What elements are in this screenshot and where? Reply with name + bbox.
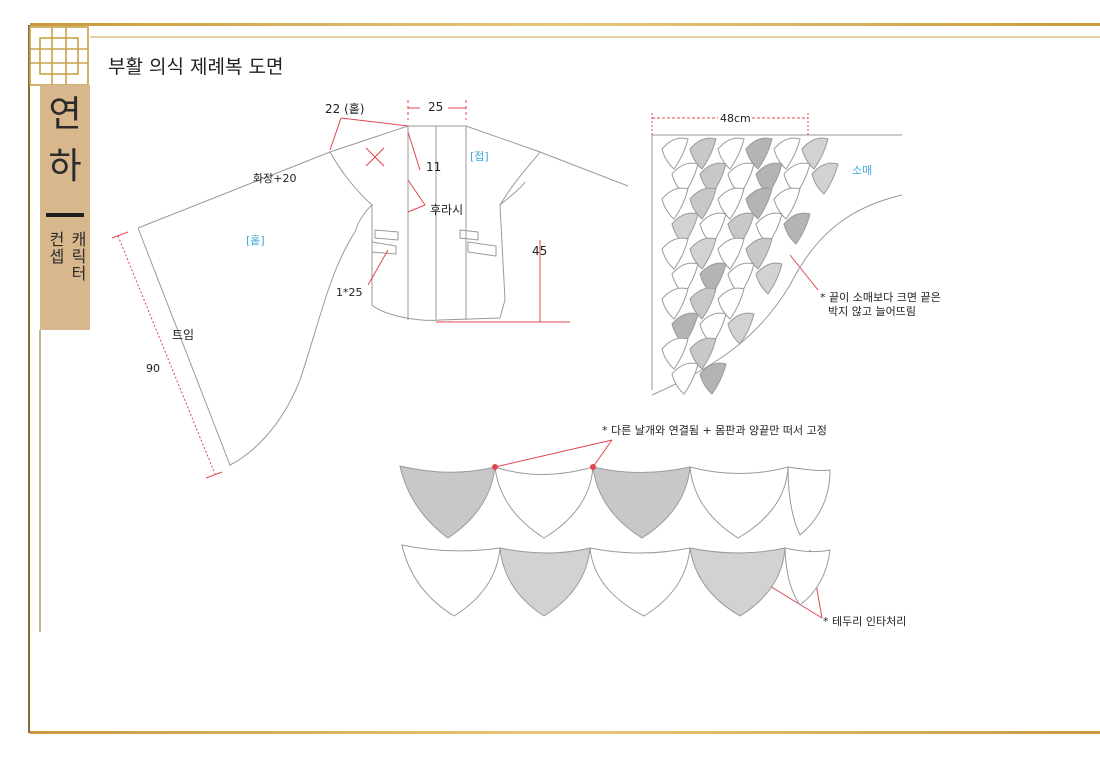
feather-scale [699, 162, 727, 195]
tie-dim-label: 1*25 [336, 286, 363, 299]
feather-scale [717, 287, 745, 320]
slit-label: 트임 [172, 328, 195, 342]
feather-scale [773, 137, 801, 170]
feather-scale [671, 362, 699, 395]
feather-scale [727, 212, 755, 245]
feather-scale [745, 137, 773, 170]
side-char-2: 하 [48, 146, 82, 187]
feather-scale [689, 187, 717, 220]
feather-scale [661, 287, 689, 320]
bottom-gold-rule [30, 731, 1100, 734]
feather-scale [699, 362, 727, 395]
feather-scale [755, 262, 783, 295]
sleeve-outline [651, 134, 903, 396]
edge-note: * 테두리 인타처리 [823, 615, 907, 628]
sleeve-note-line1: * 끝이 소매보다 크면 끝은 [820, 291, 941, 304]
hem-label: 후라시 [430, 203, 464, 217]
feather-detail-drawing [399, 439, 831, 619]
feather-scale [783, 162, 811, 195]
side-vertical-col2: 컨셉 [46, 231, 65, 265]
sleeve-width-label: 48cm [720, 112, 751, 125]
feather-row-bottom [401, 544, 831, 617]
feather-scale [661, 337, 689, 370]
feather-row-top [399, 465, 831, 539]
sleeve-feather-scales [661, 137, 839, 395]
feather-scale [727, 312, 755, 345]
sleeve-feather-panel [651, 113, 903, 396]
fold-label: [접] [470, 150, 489, 163]
sleeve-note-line2: 박지 않고 늘어뜨림 [828, 305, 916, 318]
shoulder-dim-label: 22 (홑) [325, 102, 365, 116]
sleeve-dimension [651, 113, 819, 291]
feather-scale [699, 262, 727, 295]
side-divider [46, 213, 84, 217]
garment-outline [137, 125, 629, 466]
feather-scale [699, 212, 727, 245]
feather-scale [745, 237, 773, 270]
feather-scale [755, 162, 783, 195]
single-layer-label: [홑] [246, 234, 265, 247]
feather-scale [755, 212, 783, 245]
length-dim-label: 45 [532, 244, 548, 258]
garment-dimension-lines [111, 100, 570, 479]
sleeve-dim-label: 화장+20 [253, 172, 297, 185]
feather-scale [689, 287, 717, 320]
feather-scale [671, 262, 699, 295]
feather-scale [745, 187, 773, 220]
feather-scale [801, 137, 829, 170]
feather-scale [717, 187, 745, 220]
connection-note: * 다른 날개와 연결됨 + 몸판과 양끝만 떠서 고정 [602, 424, 827, 437]
feather-scale [727, 262, 755, 295]
feather-scale [699, 312, 727, 345]
lattice-ornament [29, 26, 89, 86]
side-panel: 연 하 캐릭터 컨셉 [40, 85, 90, 330]
feather-scale [717, 137, 745, 170]
feather-scale [689, 137, 717, 170]
side-char-1: 연 [48, 94, 82, 135]
feather-scale [661, 237, 689, 270]
small-dim-label: 11 [426, 160, 442, 174]
feather-scale [661, 137, 689, 170]
feather-scale [727, 162, 755, 195]
feather-scale [689, 237, 717, 270]
feather-scale [661, 187, 689, 220]
connection-points [492, 464, 596, 470]
feather-scale [671, 212, 699, 245]
feather-scale [671, 312, 699, 345]
neck-dim-label: 25 [428, 100, 444, 114]
feather-scale [689, 337, 717, 370]
feather-scale [811, 162, 839, 195]
feather-scale [773, 187, 801, 220]
feather-scale [783, 212, 811, 245]
feather-scale [671, 162, 699, 195]
top-gold-rule [30, 23, 1100, 26]
side-vertical-col1: 캐릭터 [68, 231, 87, 282]
page-title: 부활 의식 제례복 도면 [108, 56, 284, 78]
side-length-label: 90 [146, 362, 160, 375]
sleeve-label: 소매 [852, 164, 873, 177]
feather-scale [717, 237, 745, 270]
